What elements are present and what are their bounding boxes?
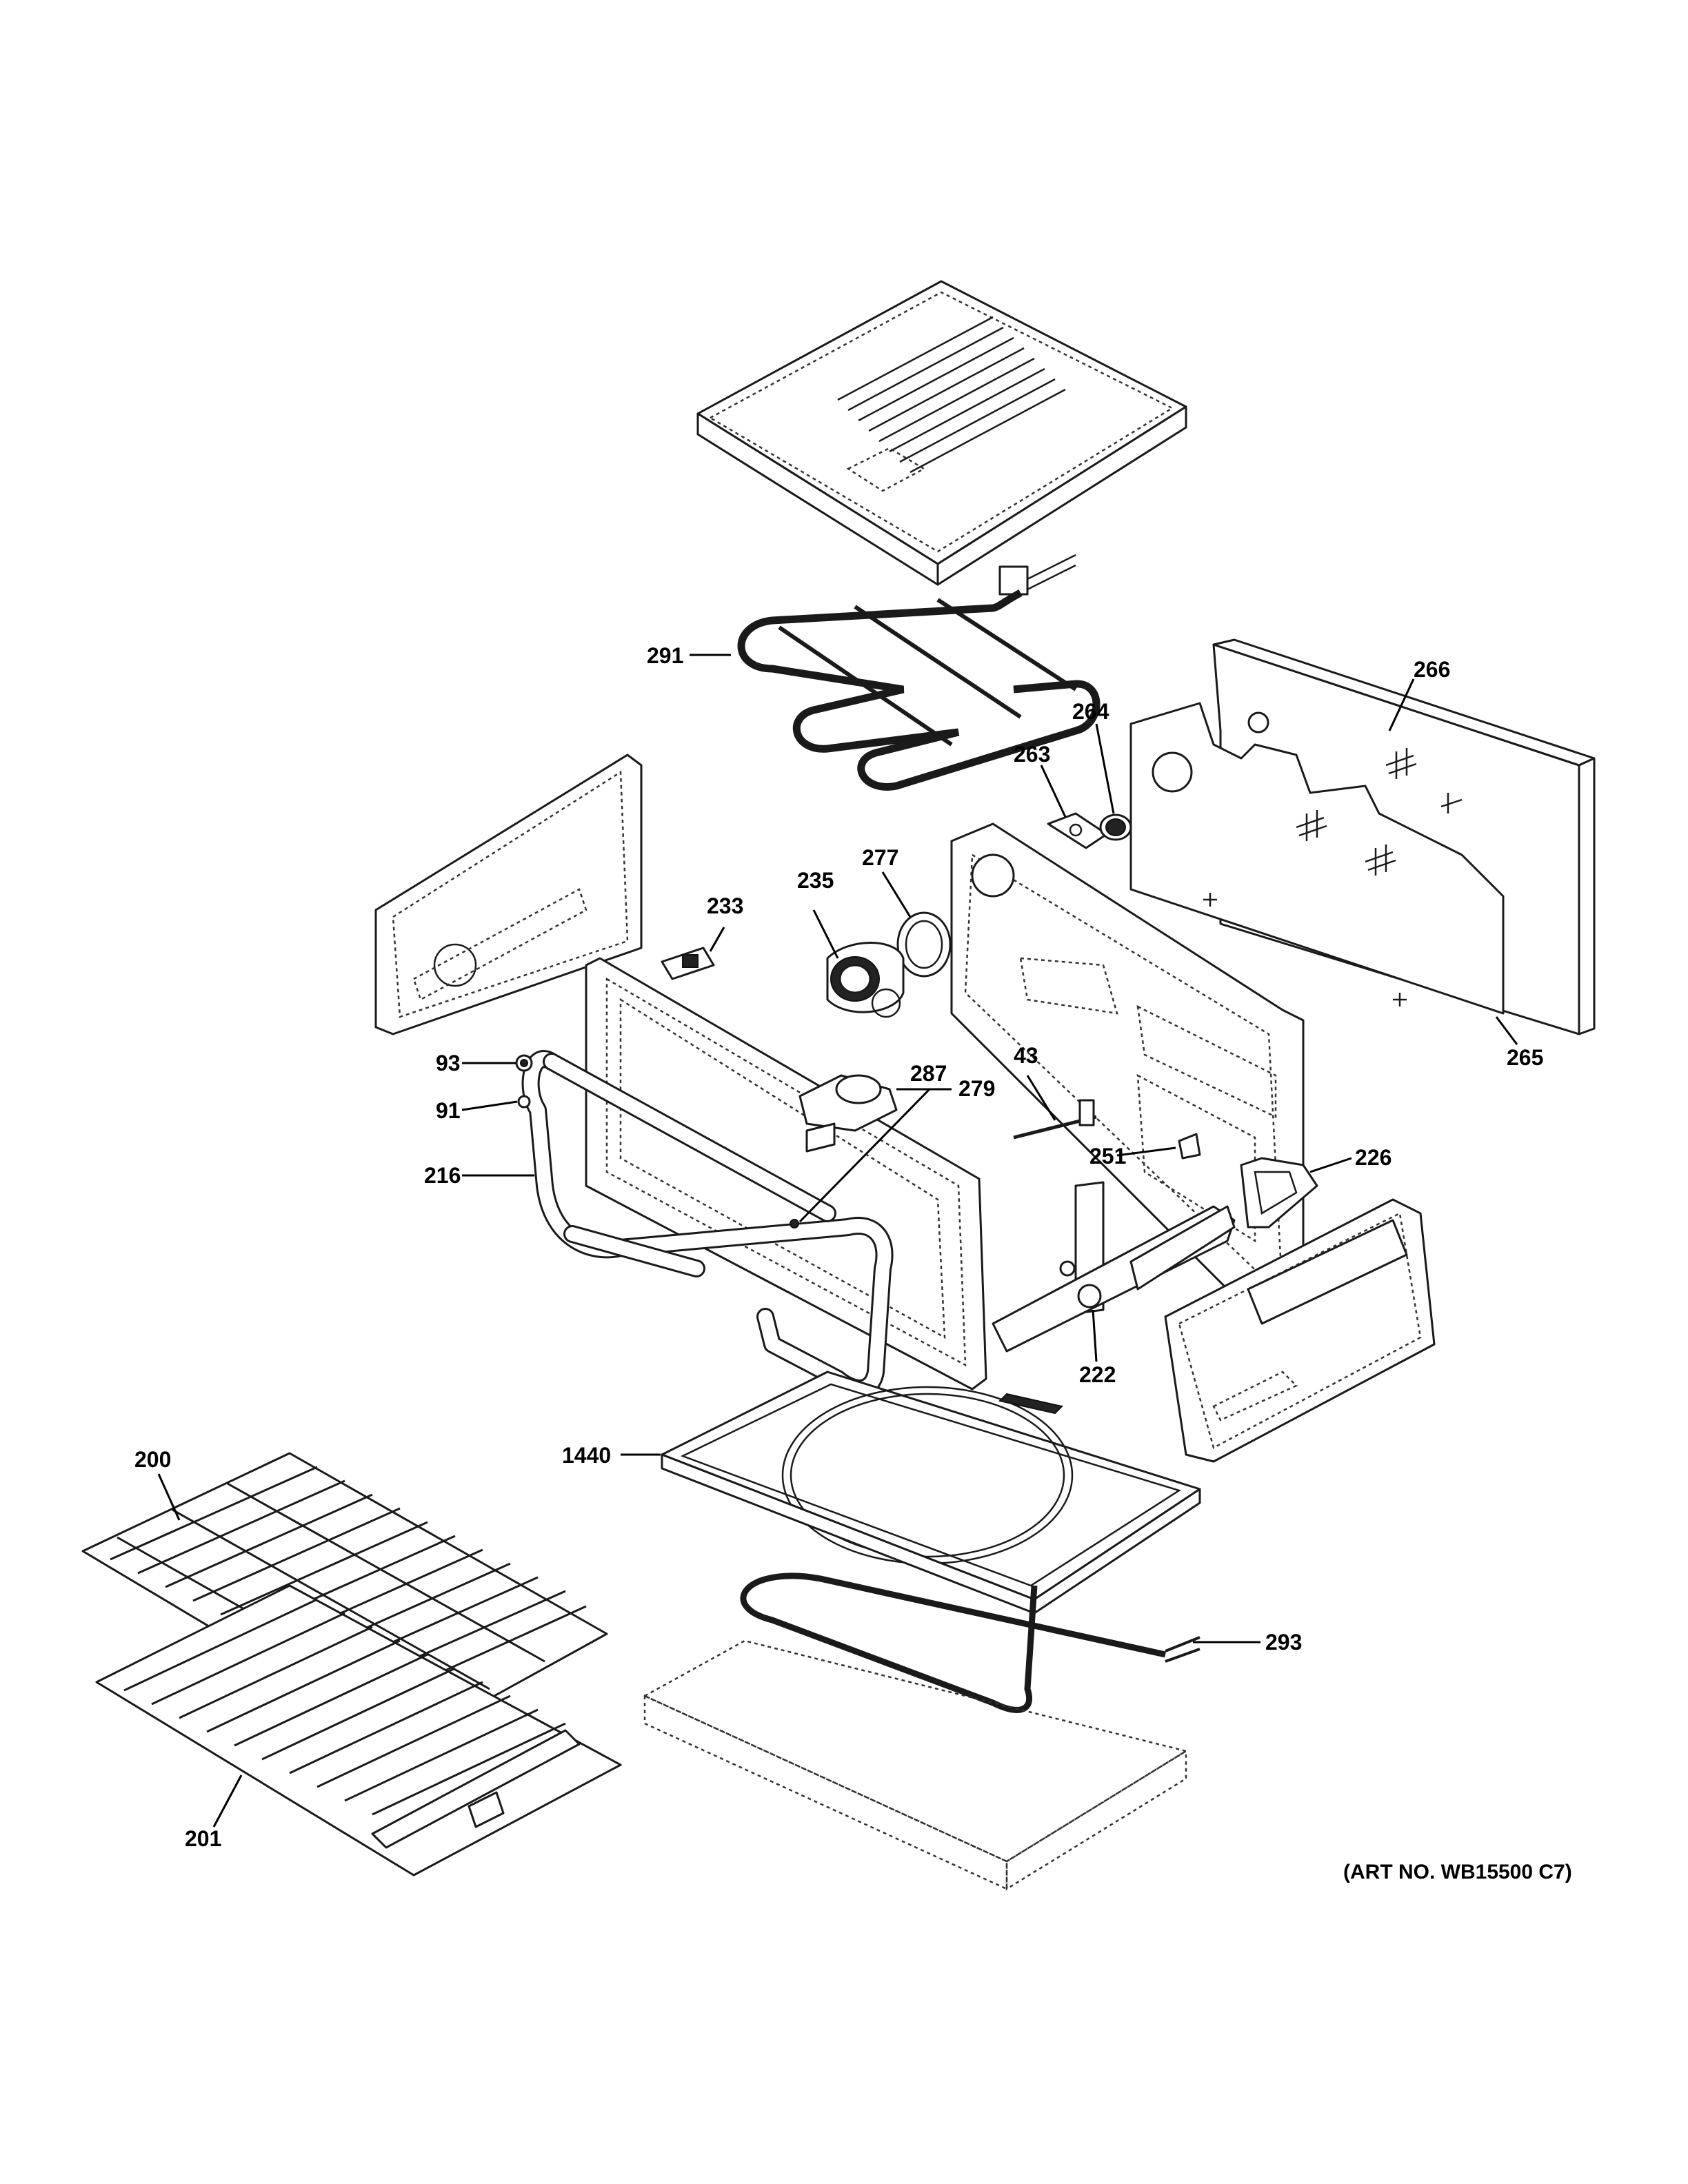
part-1440-bottom-panel [661,1371,1201,1615]
callout-266: 266 [1414,657,1450,682]
callout-222: 222 [1079,1362,1116,1387]
callout-233: 233 [707,893,743,918]
left-side-panel [374,754,643,1035]
callout-291: 291 [647,643,683,668]
part-43-probe [1013,1099,1097,1140]
callout-91: 91 [436,1098,461,1123]
part-264-filter [1099,813,1132,841]
part-226-bracket [1240,1157,1318,1228]
part-263-bracket [1047,812,1108,849]
callout-216: 216 [424,1163,461,1188]
oven-top-panel [696,280,1187,596]
part-293-bake-element [740,1573,1200,1713]
part-287-screw [790,1219,799,1228]
callout-93: 93 [436,1051,461,1075]
leader-lines [157,654,1518,1828]
broil-element [737,589,1101,791]
callout-251: 251 [1089,1144,1126,1169]
part-279-assembly [798,1074,898,1153]
callout-200: 200 [134,1447,171,1472]
callout-279: 279 [958,1076,995,1101]
callout-1440: 1440 [562,1443,611,1468]
part-251-clip [1178,1133,1201,1160]
callout-287: 287 [910,1061,947,1086]
right-side-panel [1164,1198,1436,1463]
part-235-fan-motor [826,942,905,1018]
callout-263: 263 [1014,742,1050,767]
callout-43: 43 [1014,1043,1038,1068]
art-number: (ART NO. WB15500 C7) [1343,1861,1572,1883]
callout-264: 264 [1072,699,1109,724]
callout-235: 235 [797,868,834,893]
part-93-nut [515,1054,533,1072]
insulation-265 [1129,702,1505,1015]
callout-293: 293 [1265,1630,1302,1655]
callout-201: 201 [185,1826,221,1851]
part-222-hinge [992,1181,1236,1353]
lower-cavity-pan [643,1639,1189,1891]
callout-265: 265 [1507,1045,1543,1070]
part-233-light [661,947,715,980]
callout-277: 277 [862,845,898,870]
part-91-screw [517,1095,531,1109]
callout-226: 226 [1355,1145,1391,1170]
callout-labels: 291 266 264 263 277 235 233 279 93 91 21… [134,643,1572,1883]
part-277-gasket [896,911,952,978]
oven-cavity-frame [585,957,987,1391]
part-201-extension-rack [95,1584,622,1877]
